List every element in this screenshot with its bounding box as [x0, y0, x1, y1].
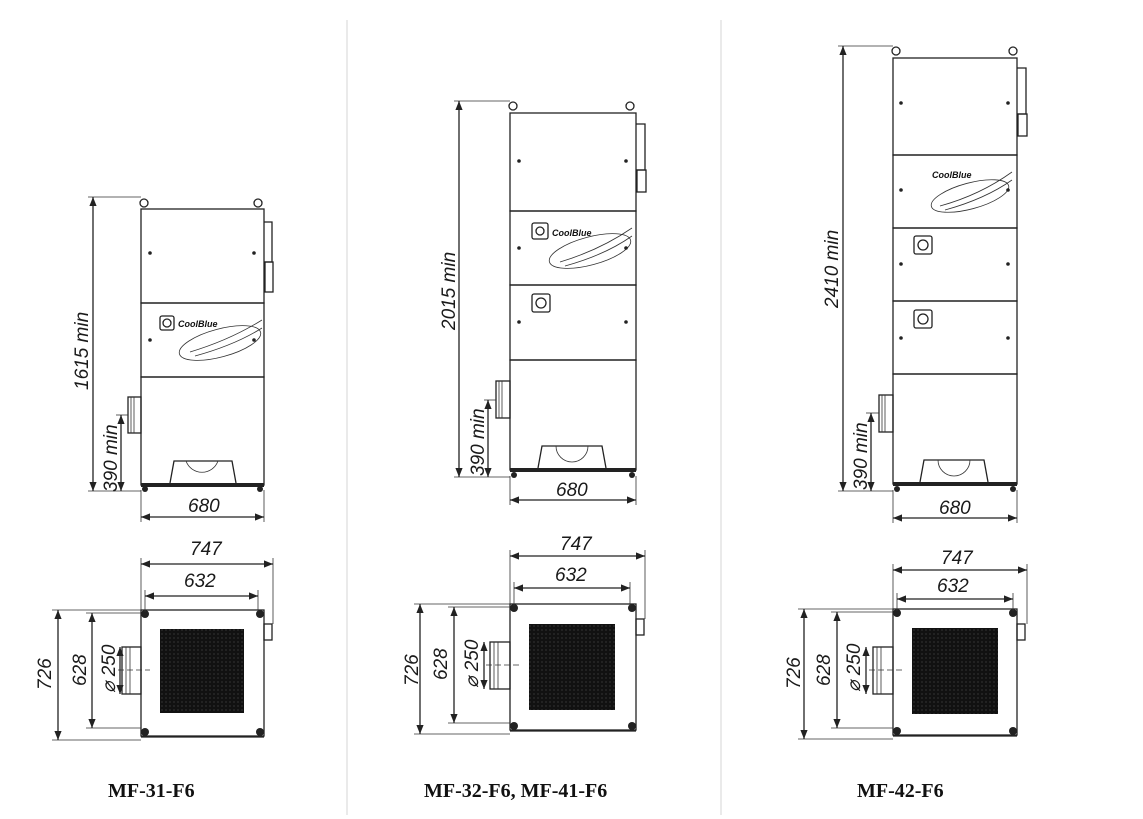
- dim-height: 1615 min: [72, 312, 93, 390]
- dim-width: 680: [188, 496, 220, 517]
- front-view: CoolBlue: [495, 101, 647, 478]
- dim-inlet-diameter: ⌀ 250: [844, 643, 865, 692]
- dim-inlet-diameter: ⌀ 250: [99, 644, 120, 693]
- dim-inlet-height: 390 min: [468, 408, 489, 476]
- dim-inlet-height: 390 min: [101, 424, 122, 492]
- dim-body-depth: 628: [431, 648, 452, 680]
- model-caption: MF-31-F6: [108, 780, 195, 802]
- front-view: CoolBlue: [127, 198, 274, 492]
- dim-width: 680: [556, 480, 588, 501]
- model-mf-42-f6: CoolBlue 2410 min 390 min: [784, 45, 1028, 802]
- dim-inlet-height: 390 min: [851, 422, 872, 490]
- model-mf-32-f6-mf-41-f6: CoolBlue 2015 min 390 min 680: [402, 100, 647, 802]
- dim-total-depth: 726: [784, 657, 805, 689]
- dim-total-width: 747: [941, 548, 974, 569]
- brand-logo: CoolBlue: [932, 170, 972, 180]
- filter-grille: [529, 624, 615, 710]
- model-caption: MF-32-F6, MF-41-F6: [424, 780, 607, 802]
- front-view: CoolBlue: [878, 46, 1028, 492]
- dim-total-depth: 726: [35, 658, 56, 690]
- filter-grille: [912, 628, 998, 714]
- top-view: [118, 609, 273, 738]
- dim-body-depth: 628: [814, 654, 835, 686]
- dim-width: 680: [939, 498, 971, 519]
- top-view: [869, 608, 1026, 737]
- dim-height: 2015 min: [439, 252, 460, 331]
- dim-body-depth: 628: [70, 654, 91, 686]
- dim-height: 2410 min: [822, 230, 843, 309]
- dim-total-depth: 726: [402, 654, 423, 686]
- dim-total-width: 747: [560, 534, 593, 555]
- brand-logo: CoolBlue: [178, 319, 218, 329]
- dim-body-width: 632: [555, 565, 587, 586]
- dim-total-width: 747: [190, 539, 223, 560]
- model-caption: MF-42-F6: [857, 780, 944, 802]
- brand-logo: CoolBlue: [552, 228, 592, 238]
- filter-grille: [160, 629, 244, 713]
- dim-body-width: 632: [184, 571, 216, 592]
- top-view: [486, 603, 645, 732]
- dim-inlet-diameter: ⌀ 250: [462, 639, 483, 688]
- dim-body-width: 632: [937, 576, 969, 597]
- model-mf-31-f6: CoolBlue 1615 min 390 min 680: [35, 196, 274, 802]
